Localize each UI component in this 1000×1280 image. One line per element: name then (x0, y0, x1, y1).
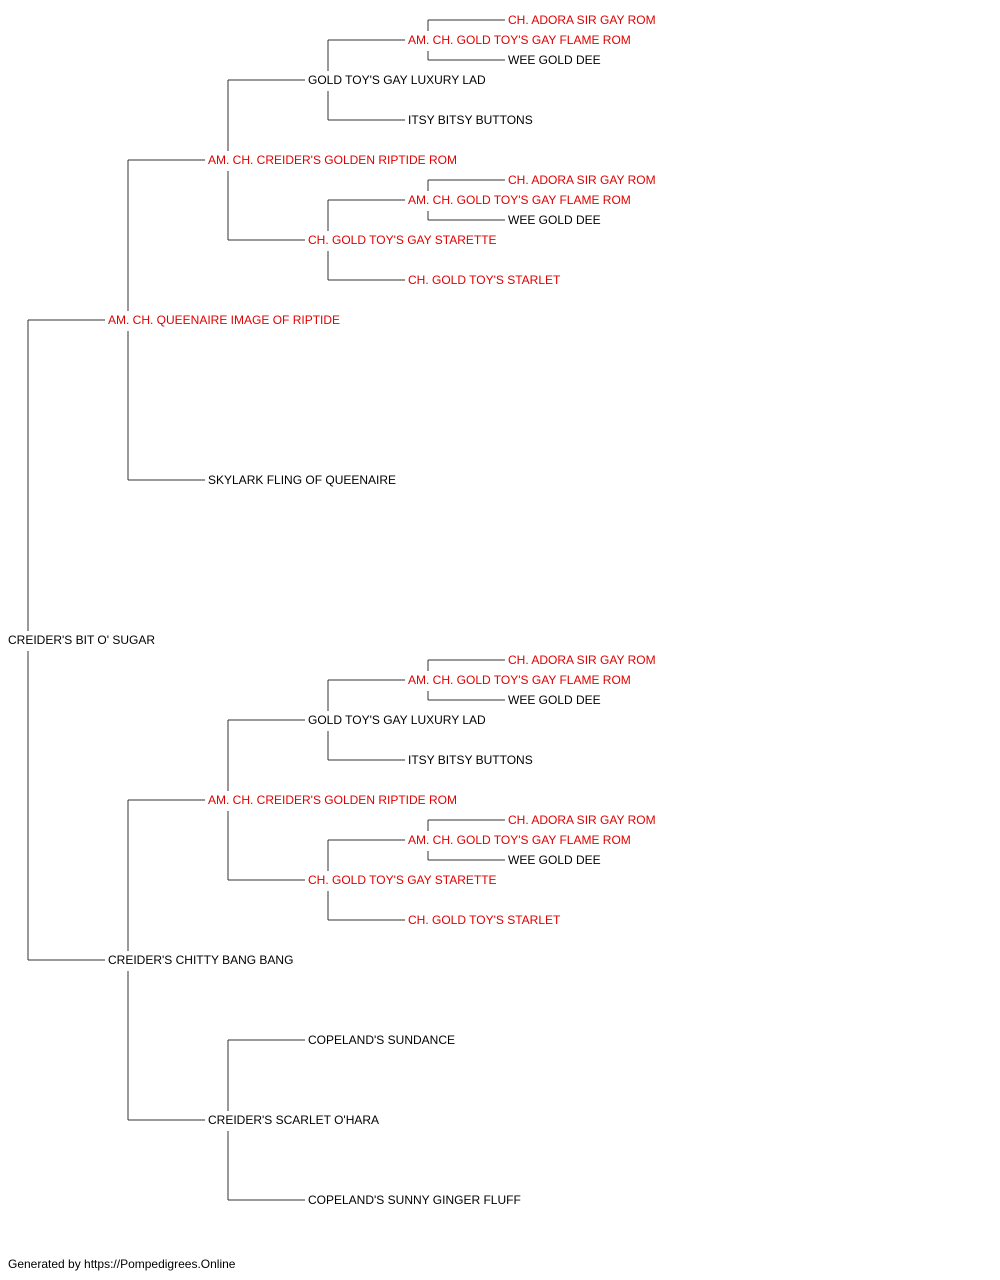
dam-name: CREIDER'S CHITTY BANG BANG (108, 953, 293, 967)
sire-name: AM. CH. CREIDER'S GOLDEN RIPTIDE ROM (208, 153, 457, 167)
sire-name: AM. CH. GOLD TOY'S GAY FLAME ROM (408, 833, 631, 847)
sire-name: AM. CH. GOLD TOY'S GAY FLAME ROM (408, 33, 631, 47)
dam-name: WEE GOLD DEE (508, 213, 601, 227)
sire-name: COPELAND'S SUNDANCE (308, 1033, 455, 1047)
footer-credit: Generated by https://Pompedigrees.Online (8, 1257, 236, 1271)
sire-name: AM. CH. CREIDER'S GOLDEN RIPTIDE ROM (208, 793, 457, 807)
sire-name: CH. ADORA SIR GAY ROM (508, 13, 656, 27)
dam-name: CH. GOLD TOY'S STARLET (408, 913, 561, 927)
dam-name: WEE GOLD DEE (508, 53, 601, 67)
subject-name: CREIDER'S BIT O' SUGAR (8, 633, 155, 647)
dam-name: CREIDER'S SCARLET O'HARA (208, 1113, 379, 1127)
sire-name: CH. ADORA SIR GAY ROM (508, 173, 656, 187)
dam-name: CH. GOLD TOY'S GAY STARETTE (308, 233, 497, 247)
sire-name: CH. ADORA SIR GAY ROM (508, 813, 656, 827)
dam-name: WEE GOLD DEE (508, 853, 601, 867)
sire-name: AM. CH. QUEENAIRE IMAGE OF RIPTIDE (108, 313, 340, 327)
sire-name: AM. CH. GOLD TOY'S GAY FLAME ROM (408, 673, 631, 687)
dam-name: CH. GOLD TOY'S GAY STARETTE (308, 873, 497, 887)
sire-name: AM. CH. GOLD TOY'S GAY FLAME ROM (408, 193, 631, 207)
sire-name: CH. ADORA SIR GAY ROM (508, 653, 656, 667)
dam-name: SKYLARK FLING OF QUEENAIRE (208, 473, 396, 487)
dam-name: WEE GOLD DEE (508, 693, 601, 707)
dam-name: ITSY BITSY BUTTONS (408, 113, 533, 127)
dam-name: CH. GOLD TOY'S STARLET (408, 273, 561, 287)
sire-name: GOLD TOY'S GAY LUXURY LAD (308, 73, 486, 87)
dam-name: COPELAND'S SUNNY GINGER FLUFF (308, 1193, 521, 1207)
dam-name: ITSY BITSY BUTTONS (408, 753, 533, 767)
sire-name: GOLD TOY'S GAY LUXURY LAD (308, 713, 486, 727)
